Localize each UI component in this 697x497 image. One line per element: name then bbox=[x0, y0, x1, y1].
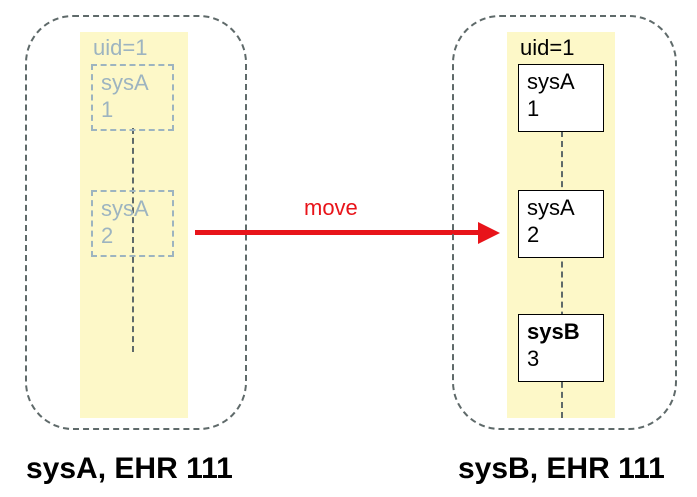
move-label: move bbox=[304, 195, 358, 220]
right-uid-label: uid=1 bbox=[520, 35, 575, 60]
right-version-node-1-number: 1 bbox=[527, 96, 540, 121]
right-version-node-1: sysA 1 bbox=[518, 64, 604, 132]
left-version-lifeline bbox=[132, 128, 134, 352]
right-version-node-1-system: sysA bbox=[527, 69, 575, 94]
right-version-node-3-system: sysB bbox=[527, 319, 580, 344]
left-uid-label: uid=1 bbox=[93, 35, 148, 60]
left-version-node-2-system: sysA bbox=[101, 196, 149, 221]
right-version-node-3: sysB 3 bbox=[518, 314, 604, 382]
left-version-node-2: sysA 2 bbox=[91, 190, 174, 257]
right-version-node-2-system: sysA bbox=[527, 195, 575, 220]
left-version-node-2-number: 2 bbox=[101, 223, 114, 248]
left-version-node-1: sysA 1 bbox=[91, 64, 174, 131]
move-arrow-shaft bbox=[195, 230, 480, 235]
right-version-node-2-number: 2 bbox=[527, 222, 540, 247]
left-version-node-1-number: 1 bbox=[101, 97, 114, 122]
right-version-node-2: sysA 2 bbox=[518, 190, 604, 258]
left-ehr-lane bbox=[80, 32, 188, 418]
right-system-caption: sysB, EHR 111 bbox=[458, 452, 665, 485]
right-version-node-3-number: 3 bbox=[527, 346, 540, 371]
left-system-caption: sysA, EHR 111 bbox=[26, 452, 233, 485]
right-version-lifeline bbox=[561, 131, 563, 418]
move-arrowhead-icon bbox=[478, 222, 500, 244]
right-system-boundary bbox=[452, 15, 677, 430]
left-version-node-1-system: sysA bbox=[101, 70, 149, 95]
left-system-boundary bbox=[25, 15, 247, 430]
